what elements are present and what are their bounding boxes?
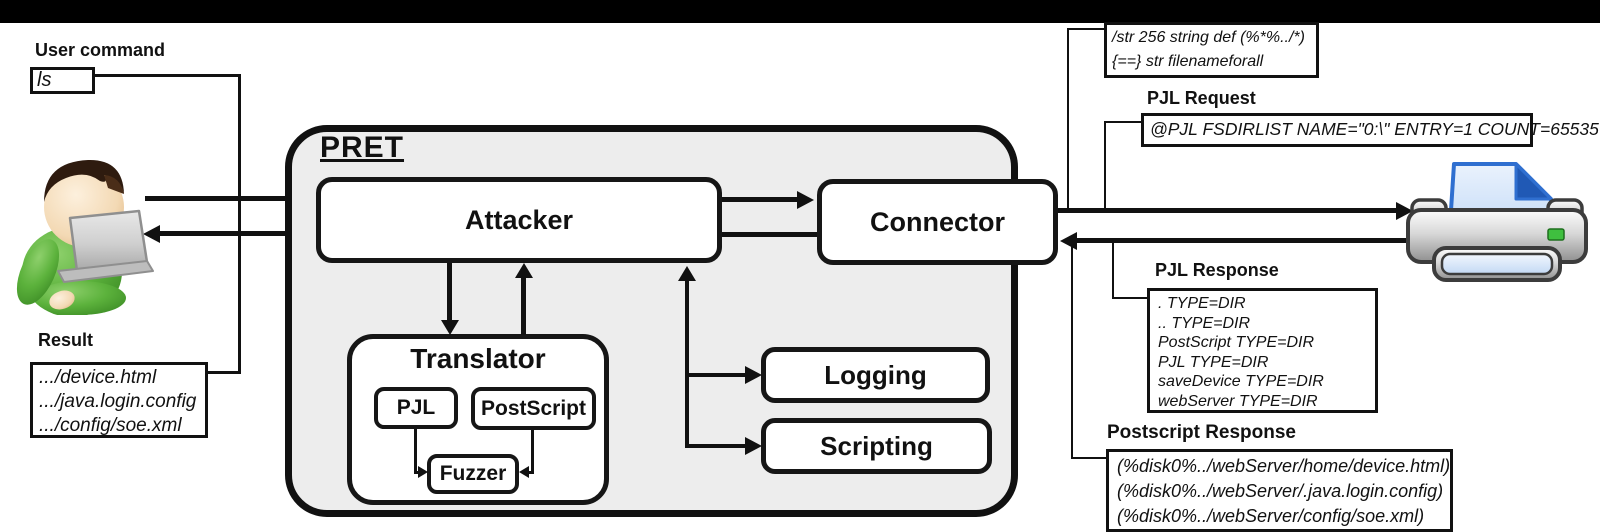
attacker-node: Attacker (316, 177, 722, 263)
pjl-response-box: . TYPE=DIR .. TYPE=DIR PostScript TYPE=D… (1147, 288, 1378, 413)
ps-request-box: /str 256 string def (%*%../*) {==} str f… (1104, 22, 1319, 78)
pjl-to-fuzzer-vline (414, 429, 417, 474)
printer-tray-paper (1440, 252, 1554, 276)
user-command-label: User command (35, 40, 166, 60)
printer-to-connector-arrowhead (1060, 232, 1077, 250)
translator-label: Translator (410, 343, 546, 374)
pjl-request-value: @PJL FSDIRLIST NAME="0:\" ENTRY=1 COUNT=… (1150, 119, 1599, 139)
attacker-label: Attacker (464, 204, 574, 235)
user-arm (16, 239, 60, 305)
ps-response-line: (%disk0%../webServer/config/soe.xml) (1117, 506, 1425, 526)
pjl-request-box: @PJL FSDIRLIST NAME="0:\" ENTRY=1 COUNT=… (1141, 113, 1599, 147)
pjl-response-line: webServer TYPE=DIR (1158, 392, 1318, 410)
branch-to-scripting-arrowhead (745, 437, 762, 455)
ps-request-line: {==} str filenameforall (1112, 53, 1264, 70)
ps-response-callout-v (1071, 243, 1073, 459)
attacker-to-translator-line (447, 263, 452, 322)
result-line: .../java.login.config (39, 391, 197, 412)
result-line: .../device.html (39, 367, 157, 388)
user-hand (49, 290, 75, 310)
postscript-node: PostScript (471, 387, 596, 430)
ps-response-box: (%disk0%../webServer/home/device.html) (… (1106, 449, 1453, 532)
junction-vline (685, 281, 689, 448)
ps-response-line: (%disk0%../webServer/home/device.html) (1117, 456, 1451, 476)
ps-response-label: Postscript Response (1107, 422, 1296, 443)
ps-response-callout-h (1071, 457, 1106, 459)
translator-to-attacker-line (521, 277, 526, 335)
translator-to-attacker-arrowhead (515, 263, 533, 278)
connector-label: Connector (870, 206, 1005, 237)
printer-to-connector-line (1075, 238, 1416, 243)
user-hair-highlight (104, 175, 124, 194)
pret-title: PRET (320, 131, 405, 164)
pjl-response-line: PostScript TYPE=DIR (1158, 334, 1315, 351)
attacker-to-translator-arrowhead (441, 320, 459, 335)
laptop-base (57, 260, 154, 283)
scripting-label: Scripting (820, 430, 933, 461)
top-black-bar (0, 0, 1600, 23)
fuzzer-node: Fuzzer (427, 454, 519, 494)
junction-to-attacker-arrowhead (678, 266, 696, 281)
scripting-node: Scripting (761, 418, 992, 474)
result-box: .../device.html .../java.login.config ..… (30, 362, 208, 438)
pjl-request-callout-v (1104, 121, 1106, 210)
logging-label: Logging (824, 359, 927, 390)
result-line: .../config/soe.xml (39, 415, 182, 436)
pjl-node: PJL (374, 387, 458, 429)
user-to-attacker-line (145, 196, 300, 201)
branch-to-logging-arrowhead (745, 366, 762, 384)
postscript-label: PostScript (480, 396, 587, 420)
ps-response-line: (%disk0%../webServer/.java.login.config) (1117, 481, 1444, 501)
attacker-to-connector-line (722, 197, 798, 202)
printer-icon (1406, 162, 1588, 282)
command-bracket-vertical (238, 74, 241, 374)
ps-request-callout-v (1067, 28, 1069, 210)
pjl-to-fuzzer-hline (414, 471, 421, 474)
pjl-request-callout-h (1105, 121, 1141, 123)
pjl-response-line: . TYPE=DIR (1158, 295, 1246, 312)
logging-node: Logging (761, 347, 990, 403)
fuzzer-label: Fuzzer (439, 462, 507, 485)
pjl-response-line: PJL TYPE=DIR (1158, 353, 1269, 371)
pjl-to-fuzzer-arrowhead (418, 466, 428, 478)
ps-request-line: /str 256 string def (%*%../*) (1112, 29, 1305, 46)
printer-led (1547, 228, 1565, 241)
postscript-to-fuzzer-arrowhead (519, 466, 529, 478)
pjl-response-line: saveDevice TYPE=DIR (1158, 373, 1324, 390)
pjl-response-label: PJL Response (1155, 260, 1279, 280)
command-bracket-top (94, 74, 241, 77)
pjl-response-line: .. TYPE=DIR (1158, 314, 1251, 332)
branch-to-scripting-line (687, 444, 747, 448)
user-command-box: ls (30, 67, 95, 94)
user-icon (16, 159, 154, 315)
pjl-response-callout-h (1112, 297, 1147, 299)
result-label: Result (38, 330, 94, 350)
printer-page-fold (1514, 162, 1553, 201)
ps-request-callout-h (1068, 28, 1104, 30)
pjl-response-callout-v (1112, 243, 1114, 299)
connector-to-printer-line (1058, 208, 1398, 213)
user-hair (44, 159, 124, 202)
pjl-label: PJL (396, 396, 436, 419)
attacker-to-user-line (158, 231, 317, 236)
connector-to-attacker-line (722, 232, 817, 237)
postscript-to-fuzzer-hline (528, 471, 534, 474)
postscript-to-fuzzer-vline (531, 430, 534, 474)
branch-to-logging-line (687, 373, 747, 377)
connector-node: Connector (817, 179, 1058, 265)
pjl-request-label: PJL Request (1147, 88, 1256, 108)
command-bracket-bottom (208, 371, 241, 374)
user-command-value: ls (37, 69, 52, 91)
attacker-to-user-arrowhead (143, 225, 160, 243)
attacker-to-connector-arrowhead (797, 191, 814, 209)
